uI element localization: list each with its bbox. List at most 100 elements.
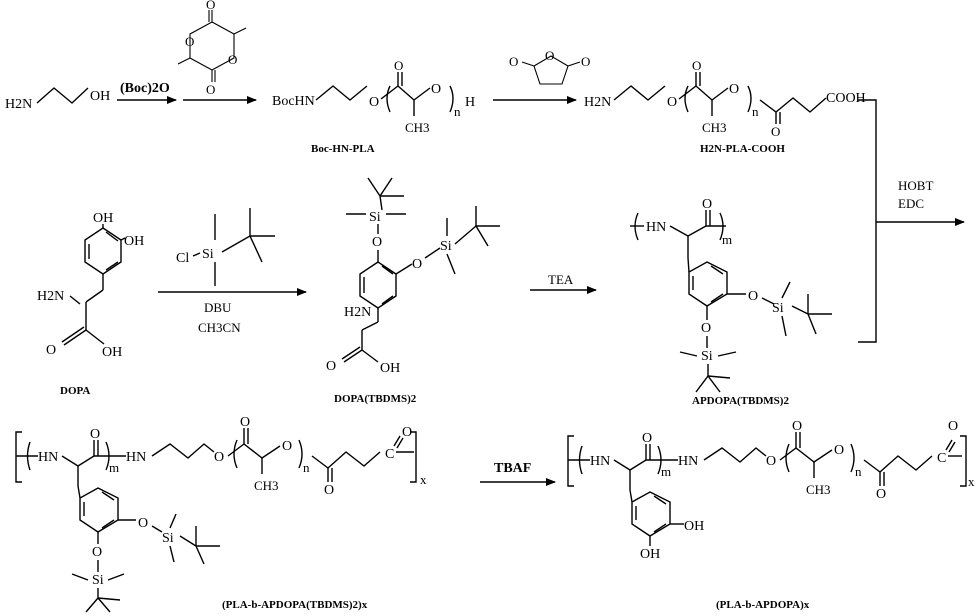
ester-o1: O <box>214 450 224 465</box>
anhydride-o1: O <box>509 54 518 69</box>
reagent-boc2o: (Boc)2O <box>120 81 170 96</box>
catechol-ring <box>631 491 671 537</box>
repeat-m: m <box>661 464 671 479</box>
coupling-bracket <box>858 99 877 343</box>
reagent-tea: TEA <box>548 272 574 287</box>
caption-apdopa-tbdms: APDOPA(TBDMS)2 <box>692 395 789 407</box>
repeat-n: n <box>454 104 461 119</box>
hydroxyl-2: OH <box>640 547 660 562</box>
silyl-ether-o2: O <box>138 516 148 531</box>
carbonyl-o-2: O <box>876 487 886 502</box>
carboxyl-label: COOH <box>826 91 866 106</box>
compound-h2n-pla-cooh: H2N O O CH3 O n O COOH H2N-PLA-COOH <box>584 58 866 155</box>
aryl-ring <box>688 261 728 307</box>
amide-carbonyl-o: O <box>90 427 100 442</box>
amine-label: H2N <box>37 289 64 304</box>
lactide-o3: O <box>228 52 237 67</box>
repeat-n: n <box>752 104 759 119</box>
step-boc-protection: (Boc)2O <box>117 81 177 104</box>
amide-carbonyl-o: O <box>642 431 652 446</box>
caption-boc-hn-pla: Boc-HN-PLA <box>311 143 375 155</box>
methyl-label: CH3 <box>254 478 279 493</box>
carbonyl-o-1: O <box>240 415 250 430</box>
silyl-ether-o1: O <box>92 545 102 560</box>
compound-block-final: HN O m HN O O CH3 O n O C O x <box>567 419 975 611</box>
ester-o1: O <box>766 454 776 469</box>
silicon-label: Si <box>202 247 214 262</box>
compound-boc-hn-pla: BocHN O O CH3 O n H Boc-HN-PLA <box>272 58 475 155</box>
propyl-chain <box>36 87 89 104</box>
silyl-ether-o2: O <box>748 289 758 304</box>
anhydride-ring <box>533 55 569 85</box>
silyl-ether-o2: O <box>412 257 422 272</box>
reagent-hobt: HOBT <box>898 178 933 193</box>
carbonyl-o: O <box>394 58 403 73</box>
chain-o: O <box>282 439 292 454</box>
carbon-label: C <box>937 451 946 466</box>
lactide-o2: O <box>185 34 194 49</box>
bracket-right <box>449 85 454 113</box>
methyl-label: CH3 <box>405 120 430 135</box>
silyl-ether-o1: O <box>701 321 711 336</box>
amine-label: H2N <box>584 95 611 110</box>
reagent-succinic-anhydride: O O O <box>509 48 590 85</box>
hydroxyl-1: OH <box>93 211 113 226</box>
caption-dopa-tbdms: DOPA(TBDMS)2 <box>334 393 417 405</box>
hydroxyl-label: OH <box>90 89 110 104</box>
caption-dopa: DOPA <box>60 385 90 397</box>
reagent-dbu: DBU <box>204 300 232 315</box>
compound-dopa: OH OH H2N O OH DOPA <box>37 211 144 397</box>
amine-label: H2N <box>344 305 371 320</box>
ester-o1: O <box>667 95 677 110</box>
acid-oh: OH <box>102 345 122 360</box>
lactide-o1: O <box>206 0 215 12</box>
compound-apdopa-tbdms: HN O m O Si O Si APDOPA(TBDMS)2 <box>630 197 832 407</box>
carbonyl-o: O <box>46 343 56 358</box>
aryl-ring <box>359 261 397 309</box>
lactide-o4: O <box>206 82 215 97</box>
amide-hn: HN <box>646 220 666 235</box>
chain-o: O <box>729 82 739 97</box>
silicon-1: Si <box>162 531 174 546</box>
caption-block-final: (PLA-b-APDOPA)x <box>716 599 810 611</box>
repeat-x: x <box>420 472 427 487</box>
acid-oh: OH <box>380 361 400 376</box>
carbonyl-o-2: O <box>324 483 334 498</box>
methyl-label: CH3 <box>702 120 727 135</box>
silicon-2: Si <box>440 239 452 254</box>
silicon-1: Si <box>369 210 381 225</box>
amide-hn-2: HN <box>126 450 146 465</box>
carbonyl-o: O <box>326 359 336 374</box>
amide-hn-1: HN <box>590 454 610 469</box>
chain-o: O <box>834 443 844 458</box>
carbonyl-o-1: O <box>792 419 802 434</box>
silicon-2: Si <box>92 573 104 588</box>
amide-hn-1: HN <box>38 450 58 465</box>
silyl-ether-o1: O <box>372 235 382 250</box>
chlorine-label: Cl <box>176 251 189 266</box>
ester-o1: O <box>369 95 379 110</box>
hydroxyl-1: OH <box>684 519 704 534</box>
terminal-h: H <box>465 95 475 110</box>
repeat-n: n <box>303 460 310 475</box>
caption-block-tbdms: (PLA-b-APDOPA(TBDMS)2)x <box>222 599 368 611</box>
aryl-ring <box>79 487 119 533</box>
repeat-m: m <box>722 232 732 247</box>
caption-h2n-pla-cooh: H2N-PLA-COOH <box>700 143 785 155</box>
anhydride-o2: O <box>545 48 554 63</box>
carbon-label: C <box>385 447 394 462</box>
reagent-ch3cn: CH3CN <box>198 320 241 335</box>
amine-label: H2N <box>5 97 32 112</box>
repeat-m: m <box>109 460 119 475</box>
reagent-lactide: O O O O <box>177 0 247 97</box>
silicon-1: Si <box>772 301 784 316</box>
carbonyl-o-3: O <box>948 419 958 434</box>
bracket-left <box>386 85 391 113</box>
methyl-label: CH3 <box>806 482 831 497</box>
amide-carbonyl-o: O <box>702 197 712 212</box>
reagent-edc: EDC <box>898 196 924 211</box>
repeat-n: n <box>855 464 862 479</box>
catechol-ring <box>84 227 122 275</box>
carbonyl-o2: O <box>771 124 780 139</box>
